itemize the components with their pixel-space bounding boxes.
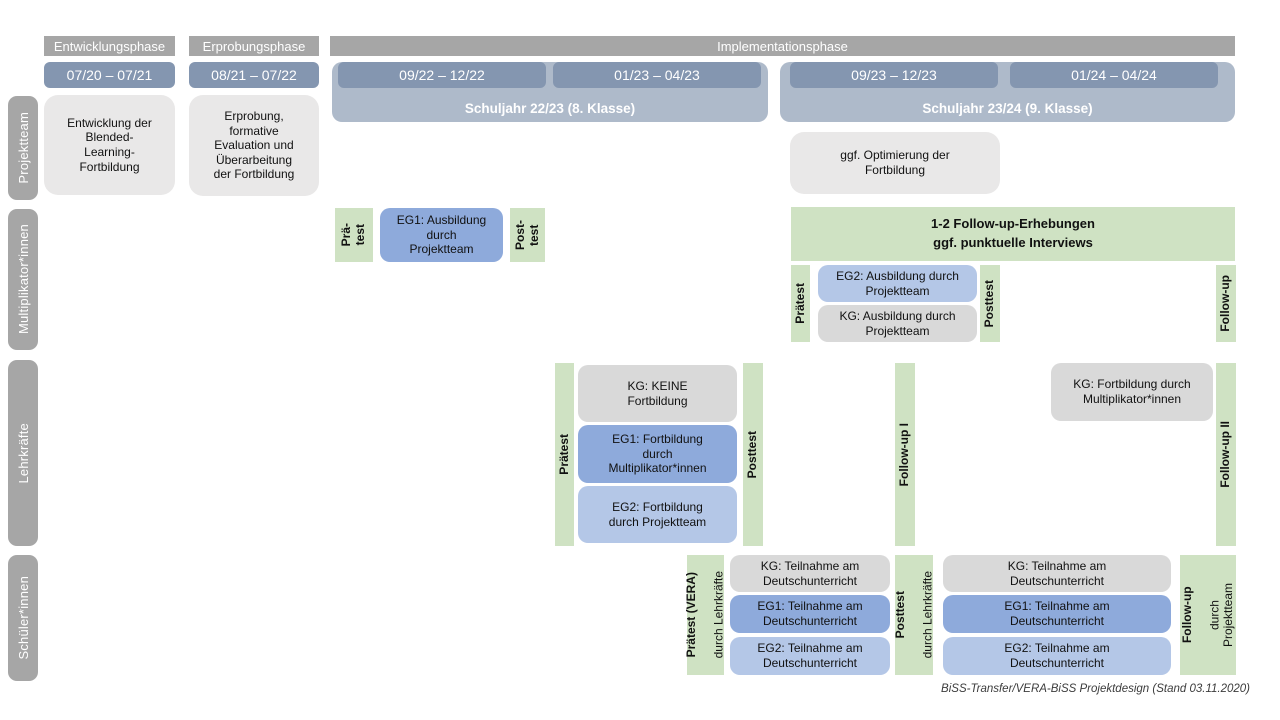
- lehrkraefte-followup1-bar: Follow-up I: [895, 363, 915, 546]
- schueler-kg1-box: KG: Teilnahme am Deutschunterricht: [730, 555, 890, 592]
- period-bar-0923-1223: 09/23 – 12/23: [790, 62, 998, 88]
- phase-header-erprobung-label: Erprobungsphase: [202, 38, 306, 54]
- lehrkraefte-followup2-bar: Follow-up II: [1216, 363, 1236, 546]
- schueler-praetest-bar: Prätest (VERA) durch Lehrkräfte: [683, 555, 726, 675]
- period-bar-0922-1222: 09/22 – 12/22: [338, 62, 546, 88]
- lehrkraefte-eg2-box: EG2: Fortbildung durch Projektteam: [578, 486, 737, 543]
- schueler-followup-bar: Follow-up durch Projektteam: [1179, 555, 1236, 675]
- multiplikatoren-eg2-box: EG2: Ausbildung durch Projektteam: [818, 265, 977, 302]
- lehrkraefte-praetest-text: Prätest: [556, 434, 571, 475]
- multiplikatoren-posttest-sem1-text: Post- test: [512, 220, 541, 250]
- schueler-followup-sub: durch Projektteam: [1207, 582, 1235, 648]
- projektteam-erprobung-box: Erprobung, formative Evaluation und Über…: [189, 95, 319, 196]
- schuljahr-22-23-label: Schuljahr 22/23 (8. Klasse): [464, 101, 636, 116]
- schueler-praetest-sub: durch Lehrkräfte: [711, 571, 726, 659]
- row-label-schueler-text: Schüler*innen: [15, 576, 31, 660]
- lehrkraefte-posttest-bar: Posttest: [743, 363, 763, 546]
- multiplikatoren-posttest-sem1-bar: Post- test: [510, 208, 545, 262]
- lehrkraefte-followup1-text: Follow-up I: [897, 422, 912, 487]
- multiplikatoren-praetest-bar: Prätest: [791, 265, 810, 342]
- phase-header-entwicklung-label: Entwicklungsphase: [53, 38, 166, 54]
- schueler-followup-text: Follow-up durch Projektteam: [1167, 583, 1250, 647]
- slide-caption: BiSS-Transfer/VERA-BiSS Projektdesign (S…: [941, 683, 1250, 695]
- period-bar-0124-0424: 01/24 – 04/24: [1010, 62, 1218, 88]
- schuljahr-23-24-label: Schuljahr 23/24 (9. Klasse): [922, 101, 1093, 116]
- row-label-projektteam-text: Projektteam: [15, 112, 31, 184]
- phase-header-implementation: Implementationsphase: [330, 36, 1235, 56]
- multiplikatoren-kg-box: KG: Ausbildung durch Projektteam: [818, 305, 977, 342]
- row-label-multiplikatoren-text: Multiplikator*innen: [15, 224, 31, 335]
- schueler-followup-main: Follow-up: [1179, 586, 1194, 644]
- period-bar-0720-0721: 07/20 – 07/21: [44, 62, 175, 88]
- row-label-schueler: Schüler*innen: [8, 555, 38, 681]
- projektteam-entwicklung-box: Entwicklung der Blended- Learning- Fortb…: [44, 95, 175, 195]
- multiplikatoren-followup-band: 1-2 Follow-up-Erhebungen ggf. punktuelle…: [791, 207, 1235, 261]
- multiplikatoren-posttest-bar: Posttest: [980, 265, 1000, 342]
- lehrkraefte-praetest-bar: Prätest: [555, 363, 574, 546]
- phase-header-erprobung: Erprobungsphase: [189, 36, 319, 56]
- schueler-eg1-box-1: EG1: Teilnahme am Deutschunterricht: [730, 595, 890, 633]
- multiplikatoren-eg1-box: EG1: Ausbildung durch Projektteam: [380, 208, 503, 262]
- lehrkraefte-eg1-box: EG1: Fortbildung durch Multiplikator*inn…: [578, 425, 737, 483]
- projektteam-optimierung-box: ggf. Optimierung der Fortbildung: [790, 132, 1000, 194]
- row-label-multiplikatoren: Multiplikator*innen: [8, 209, 38, 350]
- schueler-posttest-sub: durch Lehrkräfte: [919, 571, 934, 659]
- period-bar-0821-0722: 08/21 – 07/22: [189, 62, 319, 88]
- lehrkraefte-kg-box: KG: KEINE Fortbildung: [578, 365, 737, 422]
- schueler-eg1-box-2: EG1: Teilnahme am Deutschunterricht: [943, 595, 1171, 633]
- multiplikatoren-praetest-sem1-text: Prä- test: [339, 223, 367, 247]
- row-label-lehrkraefte-text: Lehrkräfte: [15, 422, 31, 484]
- period-bar-0123-0423: 01/23 – 04/23: [553, 62, 761, 88]
- row-label-lehrkraefte: Lehrkräfte: [8, 360, 38, 546]
- phase-header-implementation-label: Implementationsphase: [717, 38, 848, 54]
- schueler-kg2-box: KG: Teilnahme am Deutschunterricht: [943, 555, 1171, 592]
- lehrkraefte-posttest-text: Posttest: [745, 430, 760, 479]
- multiplikatoren-praetest-text: Prätest: [792, 283, 807, 324]
- schueler-posttest-main: Posttest: [892, 591, 907, 639]
- lehrkraefte-followup2-text: Follow-up II: [1218, 421, 1233, 488]
- multiplikatoren-followup-text: Follow-up: [1218, 275, 1233, 332]
- schueler-eg2-box-1: EG2: Teilnahme am Deutschunterricht: [730, 637, 890, 675]
- phase-header-entwicklung: Entwicklungsphase: [44, 36, 175, 56]
- multiplikatoren-followup-bar: Follow-up: [1216, 265, 1236, 342]
- lehrkraefte-kg2-box: KG: Fortbildung durch Multiplikator*inne…: [1051, 363, 1213, 421]
- multiplikatoren-praetest-sem1-bar: Prä- test: [335, 208, 373, 262]
- schueler-posttest-bar: Posttest durch Lehrkräfte: [892, 555, 934, 675]
- schueler-eg2-box-2: EG2: Teilnahme am Deutschunterricht: [943, 637, 1171, 675]
- row-label-projektteam: Projektteam: [8, 96, 38, 200]
- multiplikatoren-posttest-text: Posttest: [982, 279, 997, 328]
- schueler-praetest-main: Prätest (VERA): [683, 572, 698, 658]
- schueler-posttest-text: Posttest durch Lehrkräfte: [880, 571, 949, 658]
